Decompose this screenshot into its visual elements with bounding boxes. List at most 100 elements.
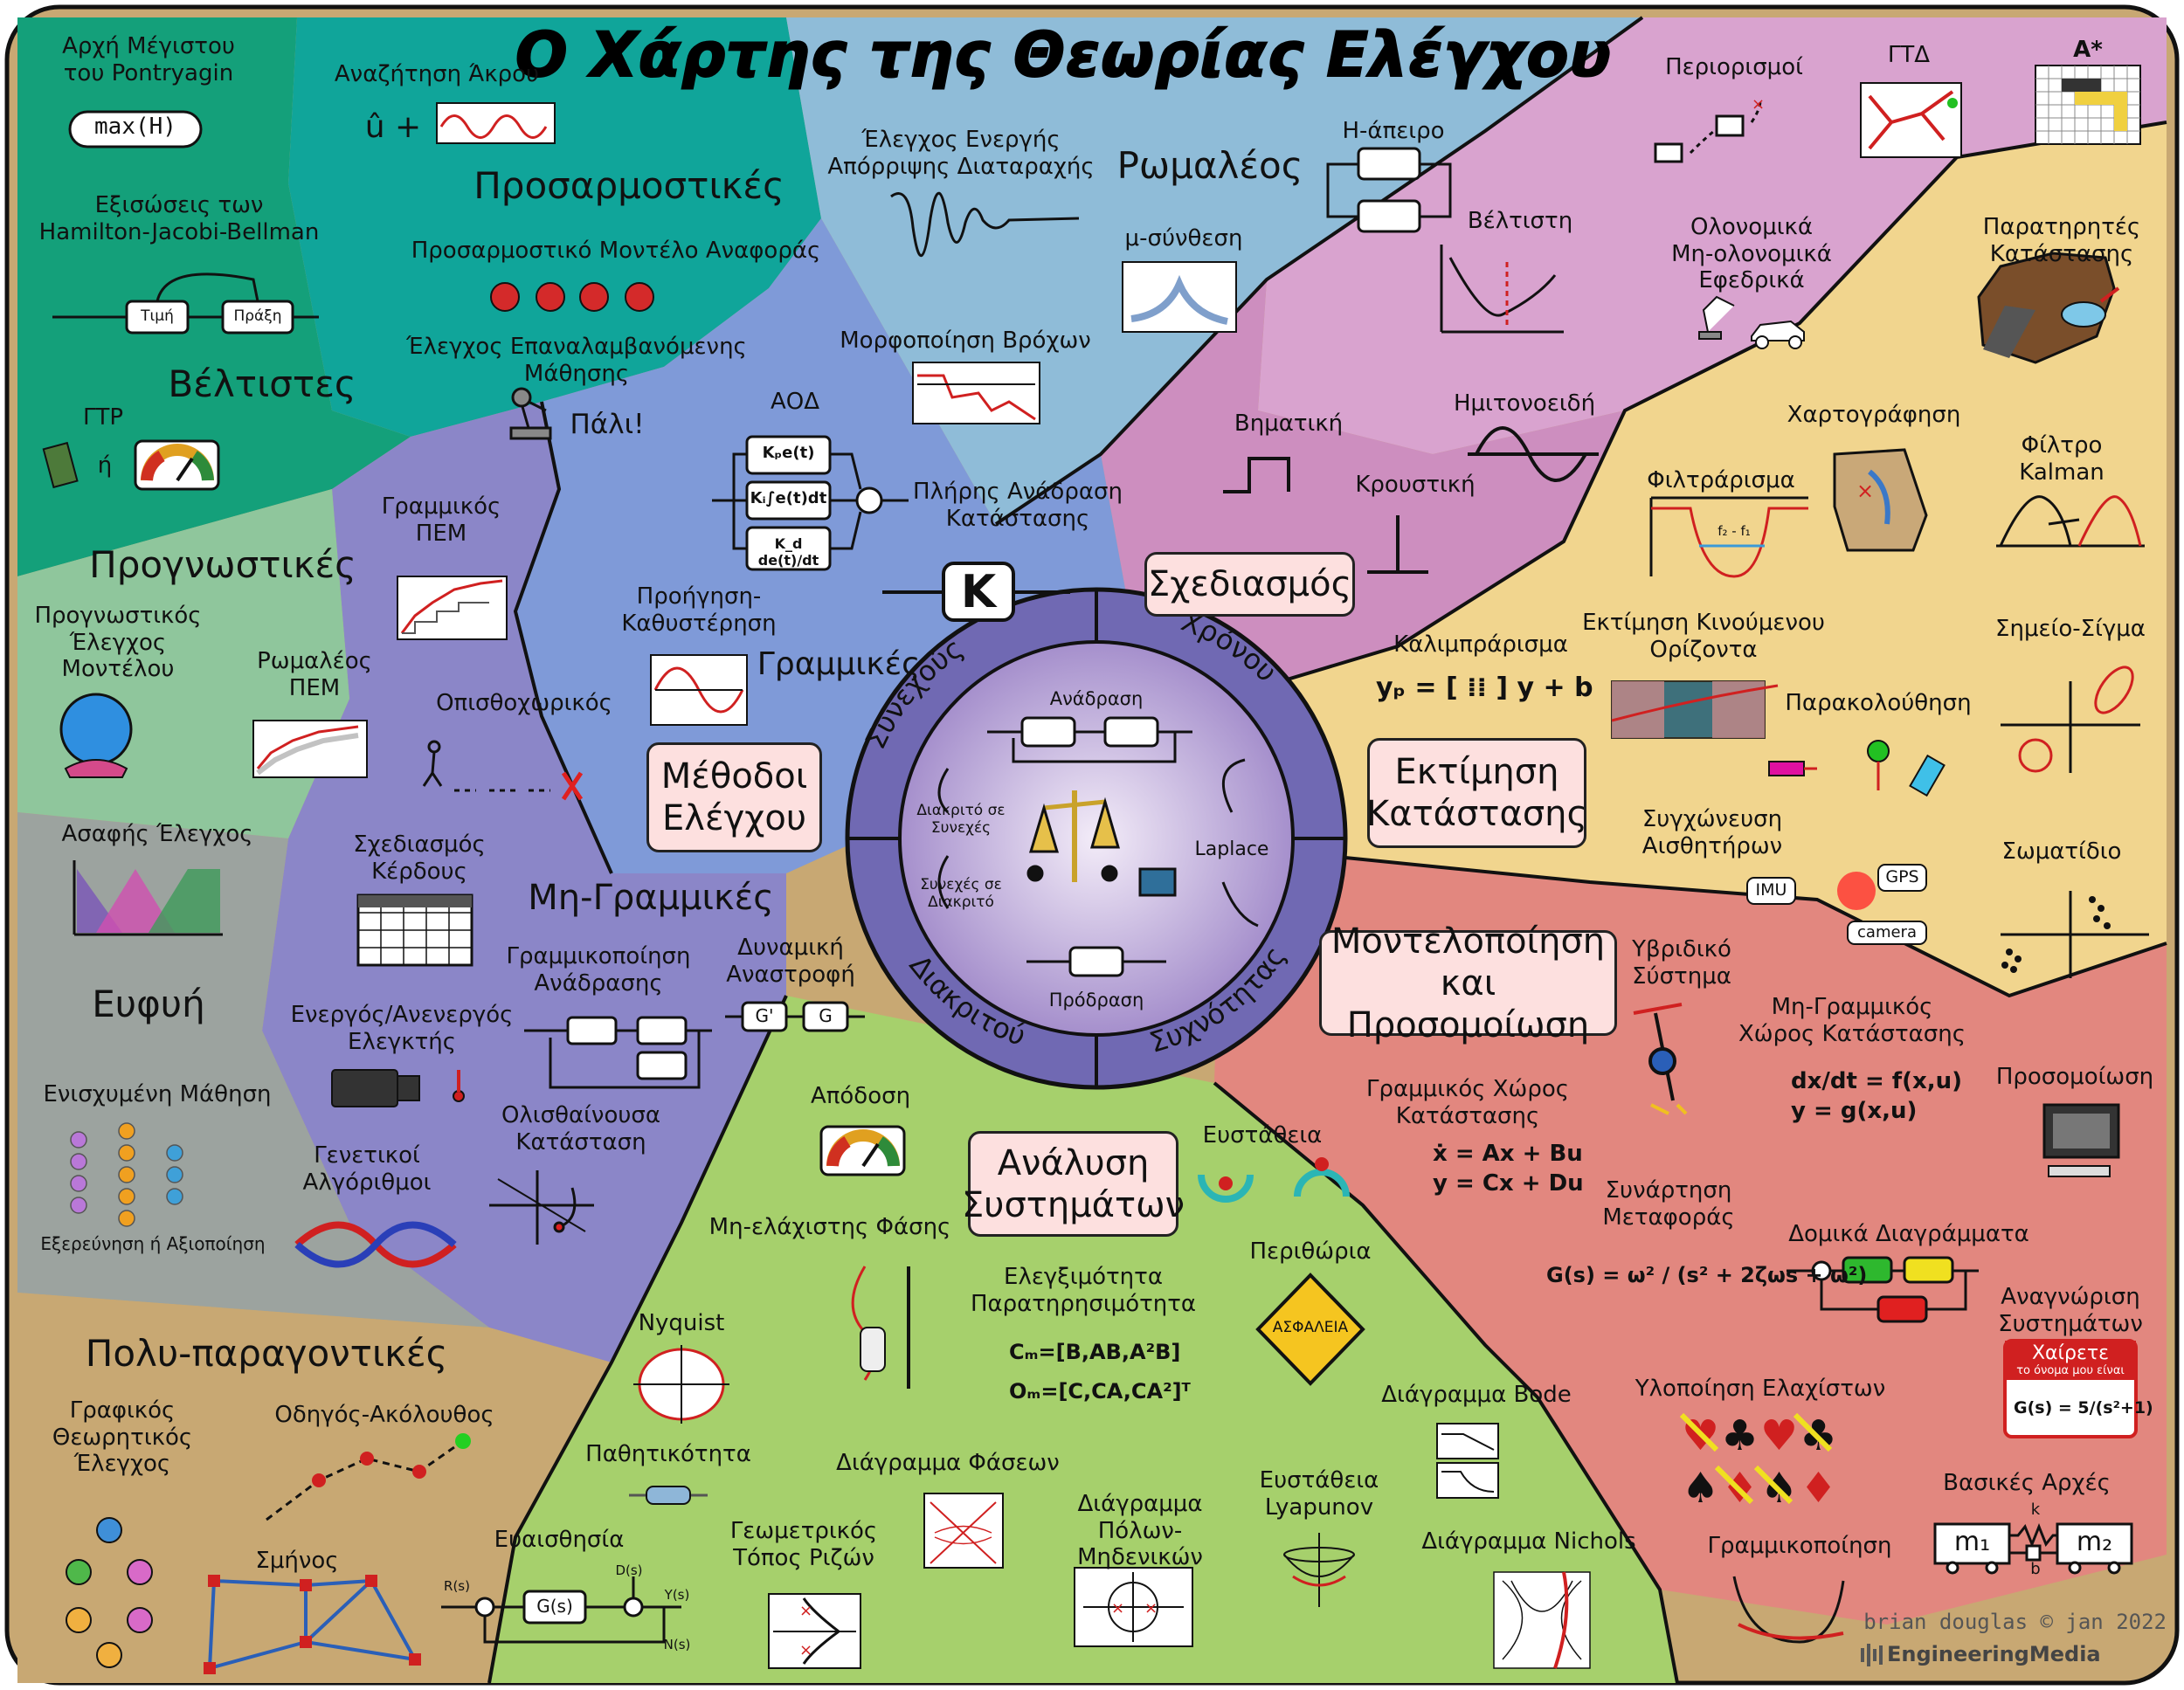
sens-r-label: R(s): [444, 1578, 470, 1594]
astar-label: A*: [2073, 37, 2103, 63]
sens-n-label: N(s): [663, 1637, 691, 1652]
region-analysis: [489, 996, 1677, 1683]
gps-label: GPS: [1885, 867, 1919, 886]
safety-sign: [1255, 1273, 1365, 1386]
center-laplace-label: Laplace: [1194, 838, 1269, 860]
astar-grid-icon: [2035, 65, 2141, 145]
gs-badge-equation: G(s) = 5/(s²+1): [2014, 1398, 2153, 1418]
performance-label: Απόδοση: [810, 1083, 911, 1109]
svg-text:×: ×: [1856, 479, 1874, 503]
lin-ss-equation: ẋ = Ax + Bu y = Cx + Du: [1433, 1141, 1584, 1197]
pid-ki-label: Kᵢ∫e(t)dt: [750, 489, 827, 507]
mass-spring-icon: [1933, 1522, 2133, 1575]
author-credit: brian douglas © jan 2022: [1863, 1610, 2167, 1634]
simulation-label: Προσομοίωση: [1995, 1064, 2154, 1090]
nyquist-icon: [633, 1345, 729, 1424]
impulse-icon: [1367, 515, 1428, 574]
fsf-label: Πλήρης Ανάδραση Κατάστασης: [913, 479, 1123, 532]
hinf-diagram-icon: [1326, 147, 1452, 233]
svg-text:♣: ♣: [1721, 1411, 1759, 1460]
optimal-design-label: Βέλτιστη: [1467, 208, 1573, 234]
svg-text:♠: ♠: [1682, 1464, 1719, 1513]
svg-text:×: ×: [1111, 1599, 1124, 1618]
performance-gauge-icon: [819, 1125, 906, 1176]
svg-text:×: ×: [1752, 95, 1765, 114]
tf-label: Συνάρτηση Μεταφοράς: [1602, 1177, 1735, 1231]
robust-mpc-label: Ρωμαλέος ΠΕΜ: [257, 648, 372, 701]
hinf-label: Η-άπειρο: [1342, 118, 1445, 144]
dyn-inv-g-label: G: [819, 1005, 833, 1026]
heater-icon: [331, 1069, 465, 1107]
resistor-icon: [629, 1486, 708, 1505]
center-feedforward-label: Πρόδραση: [1048, 990, 1144, 1011]
my-name-label: το όνομα μου είναι: [2016, 1364, 2125, 1377]
pole-zero-icon: × ×: [1074, 1567, 1193, 1647]
brand-credit: EngineeringMedia: [1887, 1642, 2101, 1666]
lin-ss-label: Γραμμικός Χώρος Κατάστασης: [1365, 1076, 1570, 1129]
constraints-icon: ×: [1654, 95, 1765, 163]
linear-heading: Γραμμικές: [757, 646, 921, 682]
phase-portrait-icon: [923, 1493, 1004, 1569]
extremum-label: Αναζήτηση Άκρου: [334, 61, 540, 87]
feedforward-diagram-icon: [1026, 946, 1166, 977]
region-intelligent: [17, 812, 489, 1328]
lyapunov-label: Ευστάθεια Lyapunov: [1259, 1467, 1379, 1521]
bode-label: Διάγραμμα Bode: [1381, 1382, 1572, 1408]
robust-heading: Ρωμαλέος: [1116, 144, 1303, 187]
swarm-icon: [204, 1575, 421, 1674]
u-hat-label: û +: [364, 109, 422, 145]
name-tag-icon: [2003, 1339, 2138, 1438]
backstepping-icon: [422, 740, 584, 801]
linearization-curve-icon: [1732, 1576, 1845, 1644]
mu-label: μ-σύνθεση: [1124, 225, 1243, 252]
svg-text:♦: ♦: [1800, 1464, 1837, 1513]
pontryagin-label: Αρχή Μέγιστου του Pontryagin: [62, 33, 235, 86]
dyn-inv-g-inv-label: G': [755, 1005, 774, 1026]
hjb-action-label: Πράξη: [233, 307, 282, 325]
mass2-label: m₂: [2076, 1527, 2113, 1557]
loop-shaping-label: Μορφοποίηση Βρόχων: [840, 328, 1091, 354]
adrc-wave-icon: [890, 191, 1080, 258]
extremum-wave-icon: [436, 102, 556, 144]
impulse-label: Κρουστική: [1355, 472, 1476, 498]
sensitivity-diagram-icon: [441, 1576, 681, 1644]
stability-label: Ευστάθεια: [1202, 1122, 1323, 1149]
leader-follower-icon: [266, 1433, 471, 1521]
step-label: Βηματική: [1234, 410, 1344, 437]
hello-label: Χαίρετε: [2031, 1342, 2109, 1364]
robot-car-icon: [1698, 295, 1805, 349]
region-nonlinear: [262, 402, 786, 1362]
svg-text:×: ×: [1144, 1599, 1158, 1618]
apples-icon: [490, 282, 654, 312]
svg-text:×: ×: [799, 1602, 812, 1620]
region-optimal: [17, 17, 411, 576]
particle-label: Σωματίδιο: [2001, 838, 2122, 865]
phase-portrait-label: Διάγραμμα Φάσεων: [836, 1450, 1060, 1476]
root-locus-label: Γεωμετρικός Τόπος Ριζών: [729, 1518, 878, 1571]
gain-schedule-table-icon: [356, 893, 473, 967]
lyapunov-bowl-icon: [1283, 1533, 1355, 1607]
mapping-label: Χαρτογράφηση: [1787, 402, 1961, 428]
mass1-label: m₁: [1953, 1527, 1991, 1557]
lead-lag-plot-icon: [650, 654, 748, 726]
robust-mpc-plot-icon: [252, 720, 368, 778]
pole-zero-label: Διάγραμμα Πόλων-Μηδενικών: [1077, 1491, 1203, 1571]
camera-label: camera: [1857, 923, 1917, 942]
neural-net-icon: [70, 1122, 183, 1227]
k-label: K: [960, 566, 997, 618]
bang-bang-label: Ενεργός/Ανενεργός Ελεγκτής: [290, 1002, 514, 1055]
fb-lin-label: Γραμμικοποίηση Ανάδρασης: [506, 943, 691, 997]
crystal-ball-icon: [59, 693, 133, 778]
hjb-label: Εξισώσεις των Hamilton-Jacobi-Bellman: [38, 192, 320, 245]
filter-curve-icon: [1649, 496, 1808, 578]
k-gain-icon: [882, 562, 1070, 622]
graph-theory-icon: [66, 1517, 153, 1668]
rl-label: Ενισχυμένη Μάθηση: [43, 1081, 272, 1107]
pid-kd-label: K_d de(t)/dt: [757, 535, 819, 569]
adaptive-heading: Προσαρμοστικές: [473, 164, 784, 207]
hybrid-label: Υβριδικό Σύστημα: [1632, 936, 1731, 990]
sys-id-label: Αναγνώριση Συστημάτων: [1998, 1284, 2143, 1337]
dyn-inv-label: Δυναμική Αναστροφή: [726, 935, 855, 988]
nonlinear-heading: Μη-Γραμμικές: [528, 878, 774, 918]
money-icon: [42, 441, 79, 489]
